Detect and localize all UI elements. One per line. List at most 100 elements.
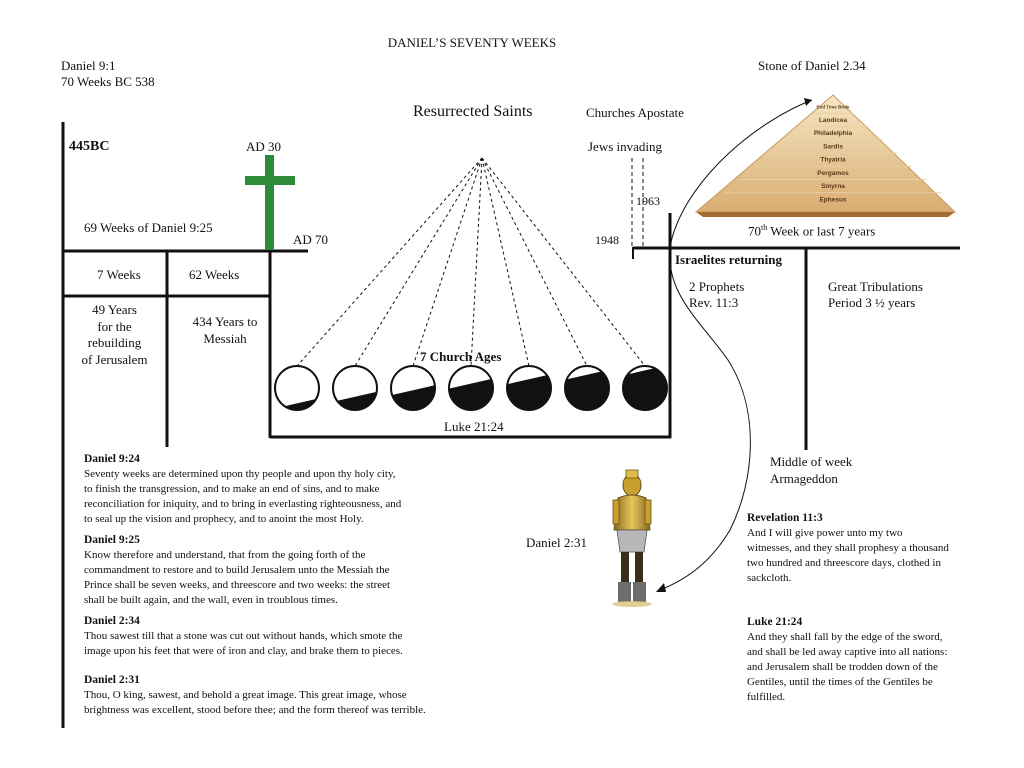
scripture-line: And I will give power unto my two <box>747 527 903 539</box>
label-churches-apostate: Churches Apostate <box>586 105 684 120</box>
label-great-tribulations: Great Tribulations Period 3 ½ years <box>828 279 923 311</box>
statue-image <box>612 469 652 607</box>
label-62-weeks: 62 Weeks <box>189 267 240 282</box>
label-49-years-line: of Jerusalem <box>81 351 148 367</box>
label-2-prophets-line: 2 Prophets <box>689 279 745 294</box>
label-middle-of-week-line: Middle of week <box>770 454 853 469</box>
rapture-line <box>296 157 483 367</box>
scripture-line: to finish the transgression, and to make… <box>84 483 380 495</box>
stone-arrow-tail <box>804 98 812 106</box>
stone-arrow-head <box>656 583 666 592</box>
label-70th-week-sup: th <box>761 223 768 232</box>
church-age-circle <box>564 365 610 411</box>
scripture-line: and Jerusalem shall be trodden down of t… <box>747 661 938 673</box>
stone-arrow <box>659 99 813 591</box>
rapture-line <box>354 157 483 367</box>
pyramid-levels: End Time BrideLaodiceaPhiladelphiaSardis… <box>724 105 942 203</box>
ref-stone-daniel: Stone of Daniel 2.34 <box>758 58 866 73</box>
label-resurrected-saints: Resurrected Saints <box>413 103 533 120</box>
scripture-line: reconciliation for iniquity, and to brin… <box>84 498 402 510</box>
label-7-weeks: 7 Weeks <box>97 267 141 282</box>
label-49-years: 49 Years for the rebuilding of Jerusalem <box>63 302 166 368</box>
label-70th-week-text: Week or last 7 years <box>767 223 876 239</box>
pyramid-level-label: Smyrna <box>821 183 845 190</box>
label-great-tribulations-line: Great Tribulations <box>828 279 923 294</box>
rapture-line <box>481 157 588 367</box>
pyramid-level-label: Philadelphia <box>814 130 853 137</box>
label-434-years-line: 434 Years to <box>192 314 258 329</box>
church-age-circles <box>274 365 668 411</box>
scripture-ref: Daniel 2:31 <box>84 674 140 686</box>
diagram-title: DANIEL’S SEVENTY WEEKS <box>387 35 557 50</box>
ref-70-weeks: 70 Weeks BC 538 <box>61 74 155 89</box>
label-69-weeks: 69 Weeks of Daniel 9:25 <box>84 220 213 235</box>
church-age-circle <box>274 365 320 411</box>
label-jews-invading: Jews invading <box>588 139 663 154</box>
church-age-circle <box>390 365 436 411</box>
scripture-ref: Revelation 11:3 <box>747 512 823 524</box>
scripture-daniel-2-34: Daniel 2:34 Thou sawest till that a ston… <box>84 614 494 659</box>
scripture-daniel-2-31: Daniel 2:31 Thou, O king, sawest, and be… <box>84 673 504 718</box>
rapture-line <box>412 157 483 367</box>
scripture-line: fulfilled. <box>747 691 786 703</box>
rapture-line <box>481 157 646 367</box>
scripture-line: brightness was excellent, stood before t… <box>84 704 426 716</box>
scripture-line: Prince shall be seven weeks, and threesc… <box>84 579 391 591</box>
label-2-prophets: 2 Prophets Rev. 11:3 <box>689 279 744 311</box>
scripture-revelation-11-3: Revelation 11:3 And I will give power un… <box>747 511 1012 586</box>
church-age-circle <box>332 365 378 411</box>
scripture-line: image upon his feet that were of iron an… <box>84 645 403 657</box>
scripture-ref: Daniel 2:34 <box>84 615 140 627</box>
scripture-luke-21-24: Luke 21:24 And they shall fall by the ed… <box>747 615 1012 705</box>
rapture-lines <box>296 157 646 367</box>
pyramid-level-label: End Time Bride <box>817 105 850 110</box>
pyramid-level-label: Ephesus <box>819 196 846 203</box>
label-70th-week: 70th Week or last 7 years <box>748 220 875 238</box>
pyramid-level-label: Sardis <box>823 143 843 150</box>
pyramid-base <box>696 212 955 217</box>
scripture-ref: Luke 21:24 <box>747 616 803 628</box>
rapture-line <box>481 157 530 367</box>
label-434-years-line: Messiah <box>203 330 247 346</box>
scripture-line: shall be built again, and the wall, even… <box>84 594 338 606</box>
scripture-line: witnesses, and they shall prophesy a tho… <box>747 542 949 554</box>
pyramid-level-label: Laodicea <box>819 117 848 124</box>
label-49-years-line: for the <box>97 318 132 334</box>
label-445bc: 445BC <box>69 139 110 154</box>
scripture-daniel-9-25: Daniel 9:25 Know therefore and understan… <box>84 533 494 608</box>
church-age-circle <box>506 365 552 411</box>
scripture-line: Seventy weeks are determined upon thy pe… <box>84 468 396 480</box>
label-daniel-2-31: Daniel 2:31 <box>526 535 588 550</box>
scripture-line: to seal up the vision and prophecy, and … <box>84 513 364 525</box>
scripture-line: and shall be led away captive into all n… <box>747 646 948 658</box>
pyramid-level-label: Pergamos <box>817 170 849 177</box>
label-70th-week-num: 70 <box>748 223 761 239</box>
label-1963: 1963 <box>636 194 660 208</box>
label-49-years-line: 49 Years <box>92 302 137 317</box>
scripture-ref: Daniel 9:25 <box>84 534 140 546</box>
label-434-years: 434 Years to Messiah <box>170 314 280 347</box>
cross-horizontal <box>245 176 295 185</box>
scripture-daniel-9-24: Daniel 9:24 Seventy weeks are determined… <box>84 452 494 527</box>
church-age-circle <box>448 365 494 411</box>
scripture-line: And they shall fall by the edge of the s… <box>747 631 943 643</box>
church-age-circle <box>622 365 668 411</box>
scripture-line: two hundred and threescore days, clothed… <box>747 557 941 569</box>
pyramid-level-label: Thyatria <box>820 157 846 164</box>
scripture-line: Thou sawest till that a stone was cut ou… <box>84 630 403 642</box>
label-ad-70: AD 70 <box>293 232 329 247</box>
scripture-ref: Daniel 9:24 <box>84 453 140 465</box>
cross-vertical <box>265 155 274 250</box>
scripture-line: Thou, O king, sawest, and behold a great… <box>84 689 407 701</box>
label-church-ages: 7 Church Ages <box>420 349 502 364</box>
label-israelites-returning: Israelites returning <box>675 252 782 267</box>
label-middle-of-week-line: Armageddon <box>770 471 838 486</box>
label-luke-21-24: Luke 21:24 <box>444 419 504 434</box>
label-49-years-line: rebuilding <box>87 335 142 350</box>
rapture-line <box>470 157 483 367</box>
label-middle-of-week: Middle of week Armageddon <box>770 453 852 487</box>
scripture-line: Gentiles, until the times of the Gentile… <box>747 676 933 688</box>
scripture-line: commandment to restore and to build Jeru… <box>84 564 390 576</box>
